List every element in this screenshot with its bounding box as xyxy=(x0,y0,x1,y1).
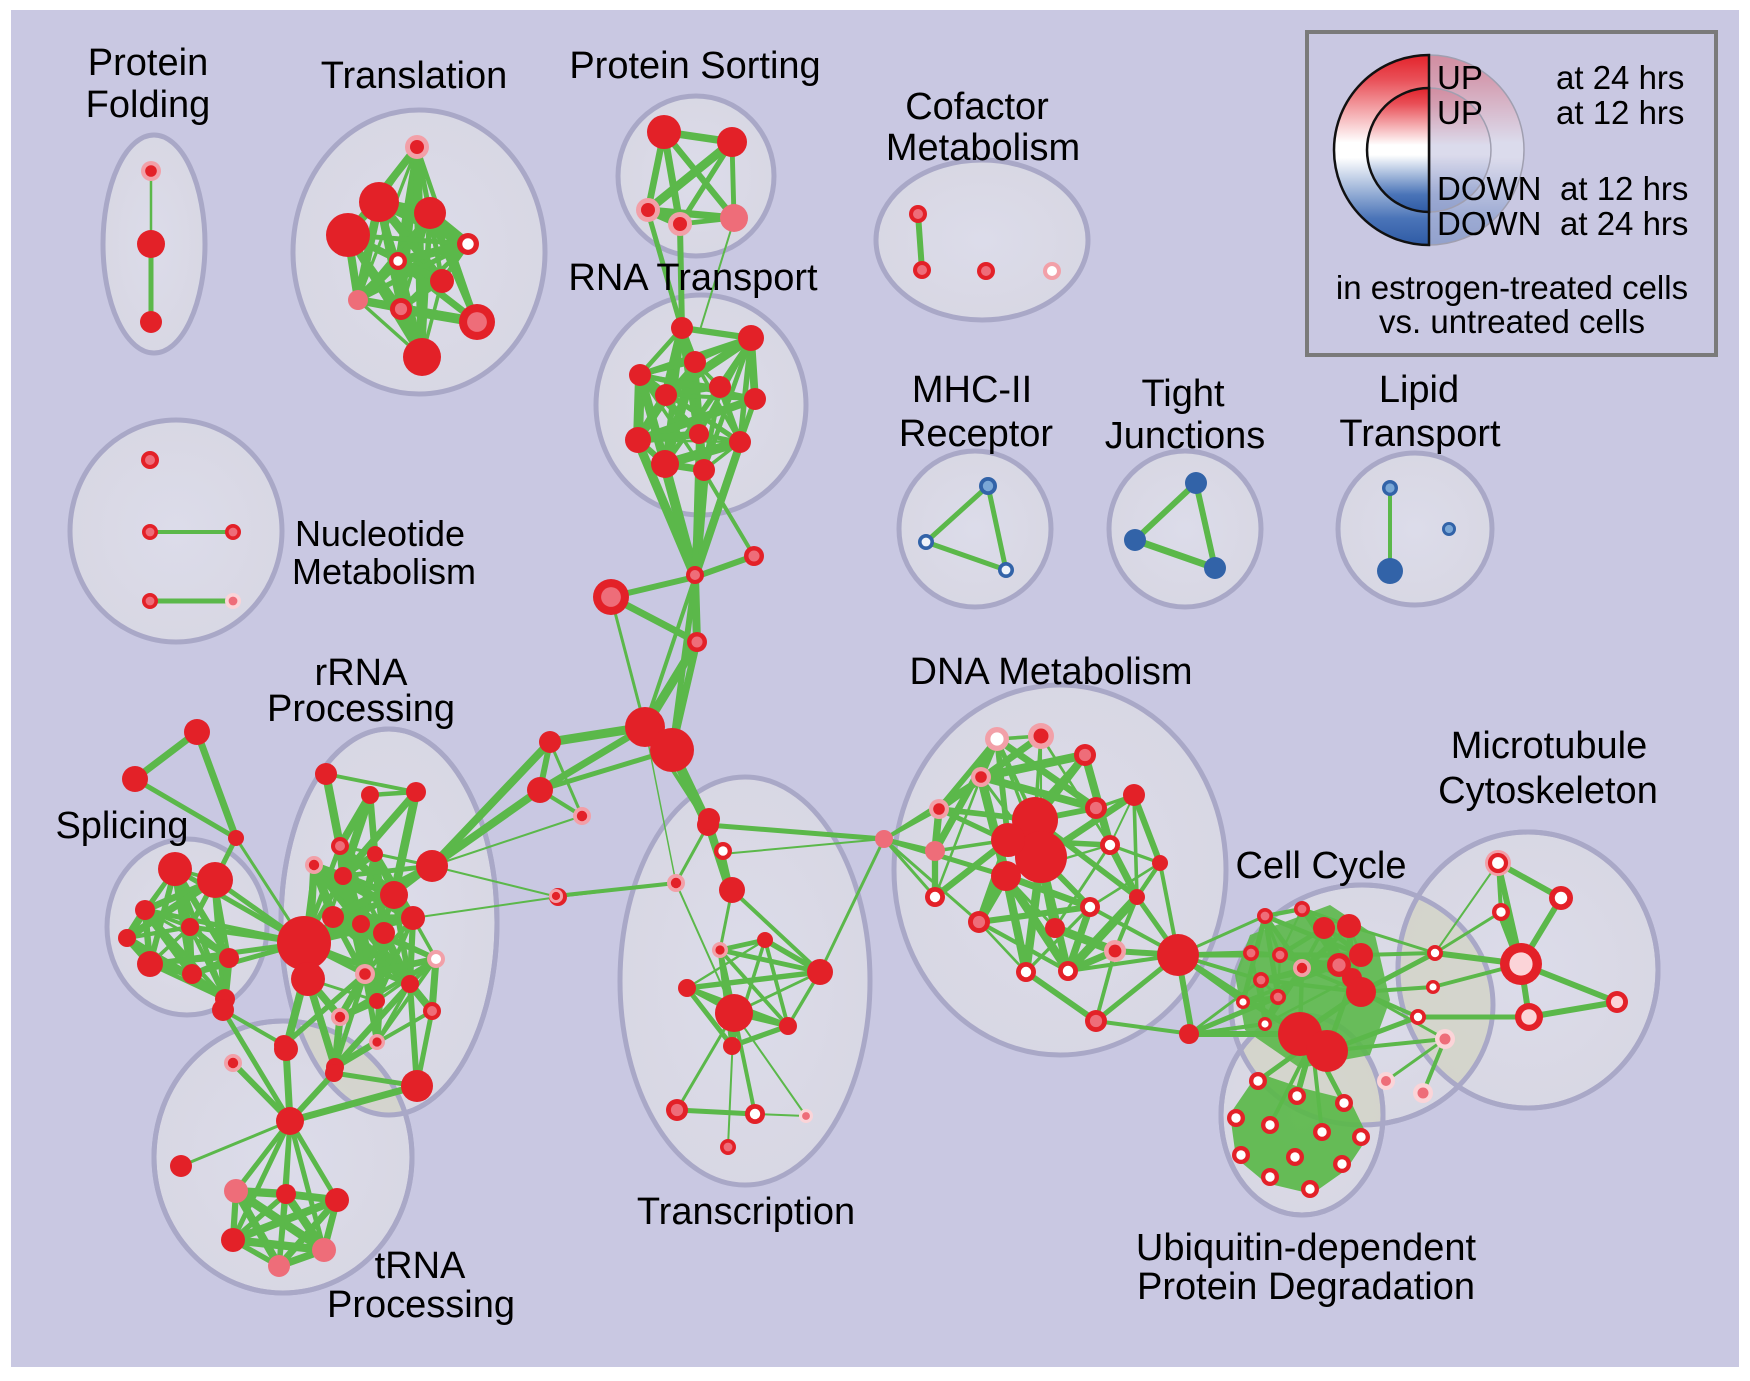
svg-text:Ubiquitin-dependent: Ubiquitin-dependent xyxy=(1136,1227,1477,1269)
svg-text:Transcription: Transcription xyxy=(637,1191,855,1233)
svg-text:tRNA: tRNA xyxy=(375,1245,466,1287)
svg-text:Processing: Processing xyxy=(267,688,455,730)
svg-text:Protein Sorting: Protein Sorting xyxy=(569,45,820,87)
svg-text:Processing: Processing xyxy=(327,1284,515,1326)
svg-text:Folding: Folding xyxy=(86,84,211,126)
svg-text:Cytoskeleton: Cytoskeleton xyxy=(1438,770,1658,812)
svg-text:Tight: Tight xyxy=(1141,373,1225,415)
svg-text:Lipid: Lipid xyxy=(1379,369,1459,411)
svg-text:DNA Metabolism: DNA Metabolism xyxy=(910,651,1193,693)
svg-text:rRNA: rRNA xyxy=(315,652,409,694)
svg-text:Metabolism: Metabolism xyxy=(292,551,476,592)
svg-text:Cell Cycle: Cell Cycle xyxy=(1235,845,1406,887)
svg-text:at 24 hrs: at 24 hrs xyxy=(1556,59,1684,96)
svg-text:Translation: Translation xyxy=(321,55,508,97)
svg-text:Protein Degradation: Protein Degradation xyxy=(1137,1266,1475,1308)
svg-text:Metabolism: Metabolism xyxy=(886,127,1080,169)
svg-text:Junctions: Junctions xyxy=(1105,415,1266,457)
svg-text:at 12 hrs: at 12 hrs xyxy=(1556,94,1684,131)
svg-text:Protein: Protein xyxy=(88,42,208,84)
svg-text:RNA Transport: RNA Transport xyxy=(568,257,818,299)
svg-text:Receptor: Receptor xyxy=(899,413,1054,455)
svg-text:Transport: Transport xyxy=(1339,413,1501,455)
svg-text:Cofactor: Cofactor xyxy=(905,86,1049,128)
svg-text:Nucleotide: Nucleotide xyxy=(295,513,465,554)
svg-text:Microtubule: Microtubule xyxy=(1451,725,1647,767)
svg-text:UP: UP xyxy=(1437,94,1483,131)
svg-text:DOWN: DOWN xyxy=(1437,205,1541,242)
svg-text:at 12 hrs: at 12 hrs xyxy=(1560,170,1688,207)
svg-text:Splicing: Splicing xyxy=(55,805,188,847)
svg-text:MHC-II: MHC-II xyxy=(912,369,1032,411)
svg-text:vs. untreated cells: vs. untreated cells xyxy=(1379,303,1645,340)
svg-text:DOWN: DOWN xyxy=(1437,170,1541,207)
svg-text:at 24 hrs: at 24 hrs xyxy=(1560,205,1688,242)
svg-text:in estrogen-treated cells: in estrogen-treated cells xyxy=(1336,269,1688,306)
svg-text:UP: UP xyxy=(1437,59,1483,96)
